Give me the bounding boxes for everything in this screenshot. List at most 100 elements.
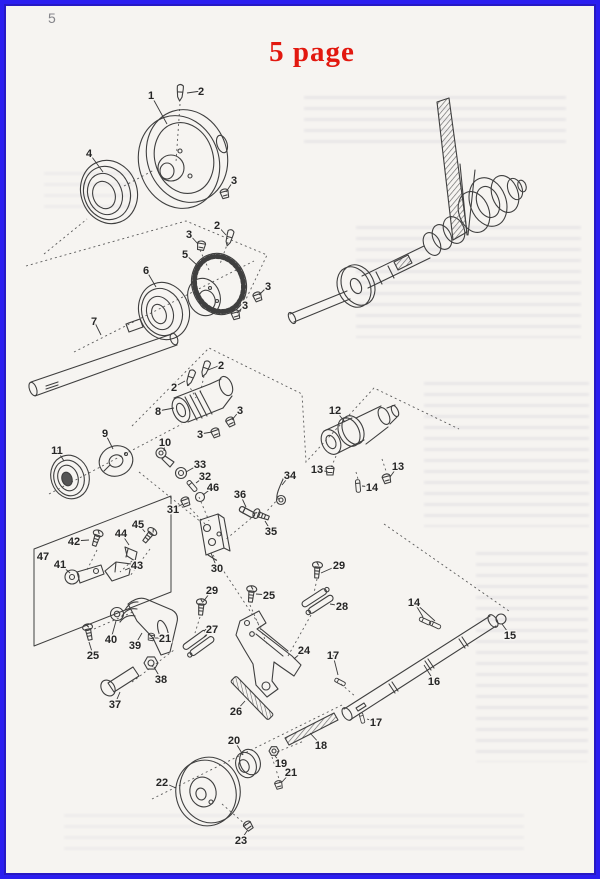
- callout-leader: [202, 486, 214, 496]
- part-number-2: 2: [198, 86, 204, 98]
- part-number-47: 47: [37, 551, 49, 563]
- part-number-22: 22: [156, 777, 168, 789]
- callout-leader: [73, 539, 90, 542]
- part-number-3: 3: [237, 405, 243, 417]
- callout-leader: [258, 285, 269, 296]
- part-number-9: 9: [102, 428, 108, 440]
- callout-leader: [137, 523, 146, 533]
- callout-leader: [274, 755, 282, 764]
- callout-leader: [423, 664, 435, 682]
- bolt-37-drawing: [100, 666, 140, 697]
- callout-leader: [145, 269, 157, 288]
- part-number-29: 29: [333, 560, 345, 572]
- main-shaft-assembly-drawing: [287, 97, 527, 325]
- part-number-3: 3: [231, 175, 237, 187]
- callout-leader: [334, 409, 346, 423]
- callout-leader: [320, 564, 340, 574]
- callout-leader: [188, 233, 199, 245]
- part-number-32: 32: [199, 471, 211, 483]
- part-number-10: 10: [159, 437, 171, 449]
- callout-leader: [150, 94, 168, 125]
- part-number-34: 34: [284, 470, 297, 482]
- callout-leader: [56, 449, 65, 462]
- worm-18-drawing: [284, 712, 339, 746]
- part-number-25: 25: [87, 650, 99, 662]
- exploded-parts-diagram: 1234325633722833910111213131433324631363…: [25, 83, 527, 848]
- block-30-drawing: [199, 513, 231, 561]
- screws-and-pins: [81, 83, 442, 833]
- callout-leader: [88, 152, 104, 173]
- callout-leader: [195, 475, 206, 484]
- part-number-7: 7: [91, 316, 97, 328]
- wire-clip-34-drawing: [275, 476, 287, 506]
- part-number-18: 18: [315, 740, 327, 752]
- small-fasteners-31-33-drawing: [174, 466, 206, 503]
- washer-40-drawing: [109, 606, 125, 622]
- callout-leader: [309, 732, 322, 746]
- part-number-28: 28: [336, 601, 348, 613]
- nut-38-drawing: [143, 656, 159, 670]
- callout-leader: [104, 432, 114, 450]
- bracket-43-drawing: [104, 561, 132, 582]
- pulley-11-drawing: [50, 454, 90, 500]
- bleedthrough-text: [476, 552, 588, 762]
- part-number-5: 5: [182, 249, 188, 261]
- page-title: 5 page: [269, 36, 355, 68]
- lever-39-drawing: [119, 597, 178, 656]
- part-number-14: 14: [408, 597, 421, 609]
- part-number-21: 21: [159, 633, 171, 645]
- callout-leader: [163, 441, 166, 452]
- callout-leader: [233, 739, 244, 756]
- part-number-46: 46: [207, 482, 219, 494]
- part-number-1: 1: [148, 90, 154, 102]
- part-number-21: 21: [285, 767, 297, 779]
- callout-leader: [172, 503, 184, 510]
- callout-leader: [216, 224, 227, 236]
- part-number-6: 6: [143, 265, 149, 277]
- callout-leader: [239, 493, 247, 508]
- part-number-24: 24: [298, 645, 311, 657]
- part-number-45: 45: [132, 519, 144, 531]
- part-number-15: 15: [504, 630, 516, 642]
- part-number-14: 14: [366, 482, 379, 494]
- callout-leader: [186, 90, 202, 94]
- part-number-33: 33: [194, 459, 206, 471]
- part-number-17: 17: [327, 650, 339, 662]
- callout-leader: [240, 830, 248, 841]
- shaft-16-drawing: [341, 614, 499, 721]
- fork-24-drawing: [235, 610, 302, 698]
- timing-belt: [436, 97, 468, 241]
- callout-leader: [203, 628, 213, 638]
- part-number-20: 20: [228, 735, 240, 747]
- coupling-8-drawing: [171, 375, 234, 423]
- pulley-22-drawing: [175, 756, 241, 827]
- callout-leader: [413, 601, 436, 622]
- part-number-3: 3: [265, 281, 271, 293]
- callout-leader: [59, 563, 71, 574]
- part-number-44: 44: [115, 528, 128, 540]
- part-number-2: 2: [214, 220, 220, 232]
- part-number-17: 17: [370, 717, 382, 729]
- callout-leader: [236, 304, 246, 314]
- nut-19-drawing: [268, 746, 280, 756]
- part-number-2: 2: [171, 382, 177, 394]
- callout-leader: [110, 620, 117, 640]
- clip-44-drawing: [124, 546, 138, 562]
- callout-leader: [293, 649, 305, 660]
- callout-leader: [88, 641, 94, 656]
- pulley-4-drawing: [79, 159, 139, 225]
- callout-leader: [184, 253, 199, 267]
- bushing-20-drawing: [235, 748, 261, 779]
- part-number-23: 23: [235, 835, 247, 847]
- callout-leader: [332, 654, 339, 676]
- callout-leader: [264, 520, 272, 532]
- part-number-13: 13: [311, 464, 323, 476]
- callout-leader: [199, 431, 213, 435]
- callout-leader: [134, 632, 143, 646]
- bleedthrough-text: [356, 226, 581, 338]
- part-number-12: 12: [329, 405, 341, 417]
- panel-47-drawing: [33, 495, 172, 647]
- part-number-26: 26: [230, 706, 242, 718]
